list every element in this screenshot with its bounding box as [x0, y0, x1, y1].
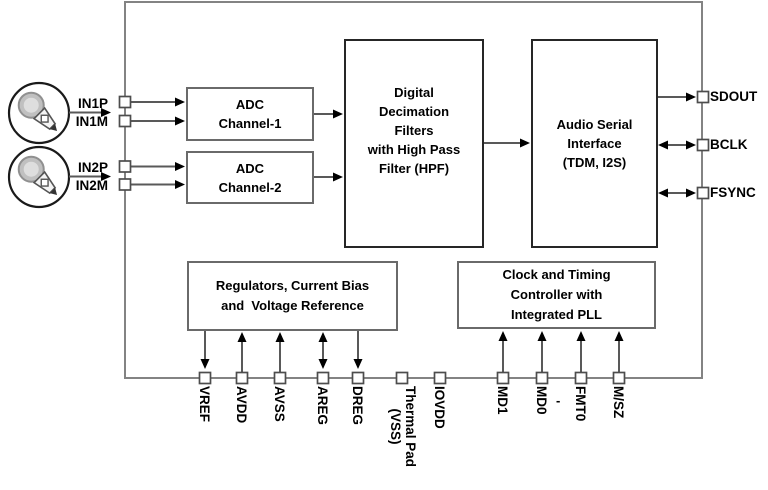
pin-label-fsync: FSYNC — [710, 185, 756, 200]
pin-label-iovdd: IOVDD — [432, 386, 447, 429]
stray-dash: - — [556, 393, 561, 408]
pin-label-md0: MD0 — [534, 386, 549, 415]
pin-label-msz: M/SZ — [611, 386, 626, 419]
microphone-icon — [7, 145, 71, 209]
block-digital-decimation-filters: Digital Decimation Filters with High Pas… — [344, 39, 484, 248]
pin-label-md1: MD1 — [495, 386, 510, 415]
pin-label-sdout: SDOUT — [710, 89, 758, 104]
block-audio-serial-interface-label: Audio Serial Interface (TDM, I2S) — [556, 117, 633, 170]
block-regulators-label: Regulators, Current Bias and Voltage Ref… — [215, 278, 370, 313]
block-adc-channel-1: ADC Channel-1 — [186, 87, 314, 141]
block-adc-channel-2: ADC Channel-2 — [186, 151, 314, 204]
pin-label-in2m: IN2M — [75, 178, 108, 193]
pin-label-in1p: IN1P — [77, 96, 108, 111]
pin-label-bclk: BCLK — [710, 137, 748, 152]
pin-label-areg: AREG — [315, 386, 330, 426]
block-digital-decimation-filters-label: Digital Decimation Filters with High Pas… — [367, 85, 461, 176]
block-clock-timing-controller-label: Clock and Timing Controller with Integra… — [502, 267, 611, 322]
pin-label-thermal-pad: Thermal Pad (VSS) — [388, 386, 418, 468]
block-audio-serial-interface: Audio Serial Interface (TDM, I2S) — [531, 39, 658, 248]
block-adc-channel-2-label: ADC Channel-2 — [218, 160, 282, 195]
pin-label-dreg: DREG — [350, 386, 365, 426]
pin-label-avdd: AVDD — [234, 386, 249, 424]
block-adc-channel-1-label: ADC Channel-1 — [218, 97, 282, 131]
block-clock-timing-controller: Clock and Timing Controller with Integra… — [457, 261, 656, 329]
microphone-icon — [7, 81, 71, 145]
pin-label-fmt0: FMT0 — [573, 386, 588, 422]
pin-label-in1m: IN1M — [75, 114, 108, 129]
pin-label-in2p: IN2P — [77, 160, 108, 175]
block-regulators: Regulators, Current Bias and Voltage Ref… — [187, 261, 398, 331]
pin-label-avss: AVSS — [272, 386, 287, 422]
pin-label-vref: VREF — [197, 386, 212, 423]
